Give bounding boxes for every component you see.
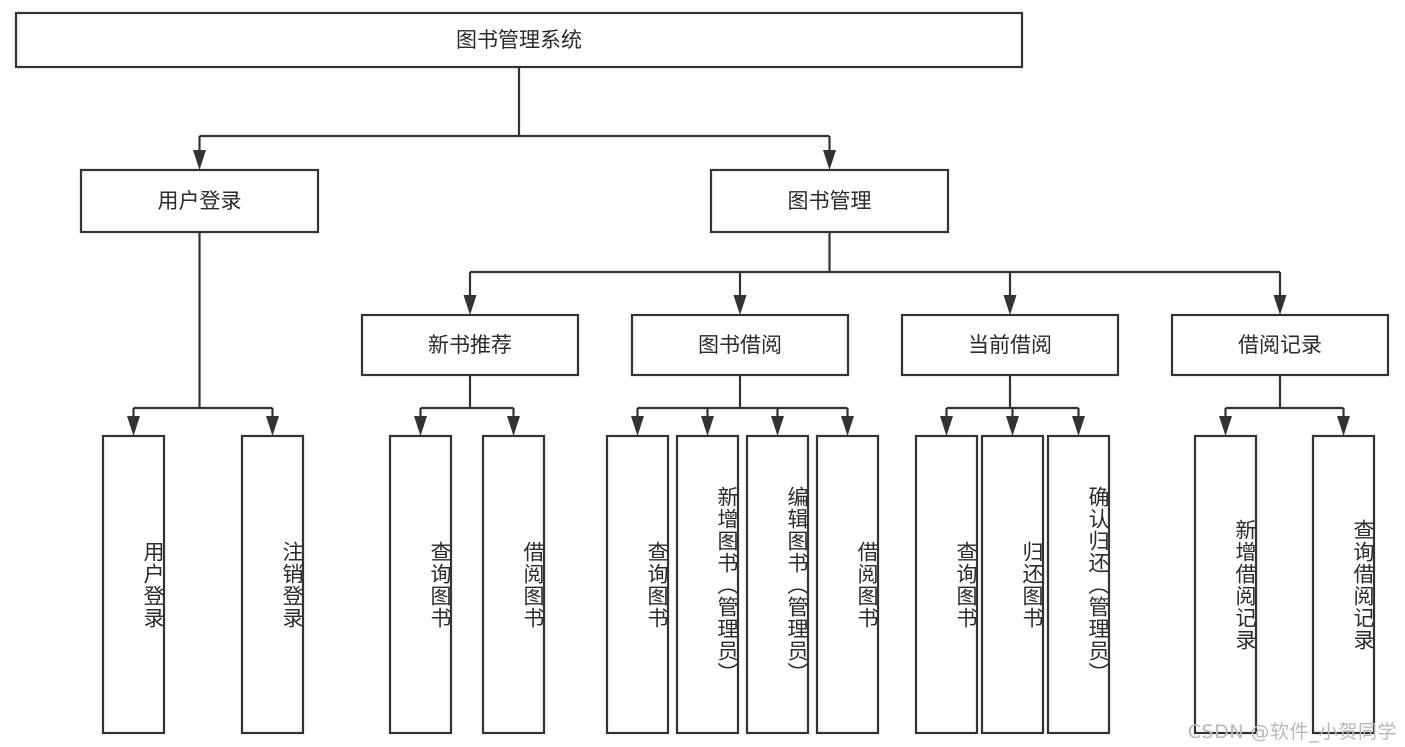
node-box-leaf-add-book[interactable]: [675, 434, 740, 735]
node-box-leaf-confirm-return[interactable]: [1046, 434, 1111, 735]
node-leaf-edit-book[interactable]: [745, 434, 810, 735]
node-box-book-manage[interactable]: [709, 168, 950, 234]
arrow-head-leaf-edit-book: [771, 416, 784, 436]
arrow-head-leaf-user-logout: [266, 416, 279, 436]
arrow-head-new-book-rec: [463, 295, 477, 315]
node-current-borrow[interactable]: 当前借阅: [900, 313, 1120, 377]
arrow-head-leaf-borrow-book-bor: [841, 416, 854, 436]
arrow-head-book-borrow: [733, 295, 747, 315]
node-leaf-borrow-book-bor[interactable]: [815, 434, 880, 735]
edge-group-user-login: [127, 232, 279, 436]
arrow-head-borrow-record: [1273, 295, 1287, 315]
node-label-root: 图书管理系统: [456, 28, 582, 52]
node-leaf-add-record[interactable]: [1193, 434, 1258, 735]
node-box-book-borrow[interactable]: [630, 313, 850, 377]
edge-group-book-manage: [463, 232, 1287, 315]
node-box-current-borrow[interactable]: [900, 313, 1120, 377]
edge-group-current-borrow: [940, 375, 1085, 436]
edge-group-borrow-record: [1219, 375, 1350, 436]
node-book-manage[interactable]: 图书管理: [709, 168, 950, 234]
node-leaf-add-book[interactable]: [675, 434, 740, 735]
node-box-user-login[interactable]: [79, 168, 320, 234]
node-box-leaf-query-book-bor[interactable]: [605, 434, 670, 735]
arrow-head-user-login: [193, 150, 206, 170]
edge-group-new-book-rec: [414, 375, 520, 436]
node-box-leaf-user-login[interactable]: [101, 434, 166, 735]
node-leaf-query-book-cur[interactable]: [914, 434, 979, 735]
node-box-leaf-query-book-cur[interactable]: [914, 434, 979, 735]
node-label-current-borrow: 当前借阅: [968, 333, 1052, 357]
node-leaf-confirm-return[interactable]: [1046, 434, 1111, 735]
node-leaf-return-book[interactable]: [980, 434, 1045, 735]
node-box-leaf-borrow-book-rec[interactable]: [481, 434, 546, 735]
node-box-leaf-query-record[interactable]: [1311, 434, 1376, 735]
node-box-new-book-rec[interactable]: [360, 313, 580, 377]
node-leaf-query-book-bor[interactable]: [605, 434, 670, 735]
node-leaf-user-logout[interactable]: [240, 434, 305, 735]
node-box-borrow-record[interactable]: [1170, 313, 1390, 377]
node-box-leaf-borrow-book-bor[interactable]: [815, 434, 880, 735]
node-leaf-query-book-rec[interactable]: [388, 434, 453, 735]
arrow-head-leaf-return-book: [1006, 416, 1019, 436]
node-root[interactable]: 图书管理系统: [14, 11, 1024, 69]
edge-group-book-borrow: [631, 375, 854, 436]
connector-layer: [127, 67, 1350, 436]
arrow-head-leaf-borrow-book-rec: [507, 416, 520, 436]
node-leaf-query-record[interactable]: [1311, 434, 1376, 735]
node-leaf-user-login[interactable]: [101, 434, 166, 735]
edge-group-root: [193, 67, 836, 170]
node-user-login[interactable]: 用户登录: [79, 168, 320, 234]
arrow-head-book-manage: [823, 150, 836, 170]
arrow-head-leaf-confirm-return: [1072, 416, 1085, 436]
node-label-book-borrow: 图书借阅: [698, 333, 782, 357]
node-box-root[interactable]: [14, 11, 1024, 69]
arrow-head-leaf-query-book-rec: [414, 416, 427, 436]
node-box-leaf-edit-book[interactable]: [745, 434, 810, 735]
arrow-head-leaf-add-record: [1219, 416, 1232, 436]
node-box-leaf-query-book-rec[interactable]: [388, 434, 453, 735]
node-box-leaf-add-record[interactable]: [1193, 434, 1258, 735]
node-box-leaf-user-logout[interactable]: [240, 434, 305, 735]
node-box-leaf-return-book[interactable]: [980, 434, 1045, 735]
node-label-borrow-record: 借阅记录: [1238, 333, 1322, 357]
arrow-head-leaf-query-book-cur: [940, 416, 953, 436]
arrow-head-leaf-user-login: [127, 416, 140, 436]
node-label-new-book-rec: 新书推荐: [428, 333, 512, 357]
node-borrow-record[interactable]: 借阅记录: [1170, 313, 1390, 377]
arrow-head-leaf-add-book: [701, 416, 714, 436]
watermark-text: CSDN @软件_小贺同学: [1187, 721, 1397, 743]
arrow-head-current-borrow: [1003, 295, 1017, 315]
node-leaf-borrow-book-rec[interactable]: [481, 434, 546, 735]
arrow-head-leaf-query-record: [1337, 416, 1350, 436]
arrow-head-leaf-query-book-bor: [631, 416, 644, 436]
node-label-book-manage: 图书管理: [788, 189, 872, 213]
node-new-book-rec[interactable]: 新书推荐: [360, 313, 580, 377]
node-label-user-login: 用户登录: [158, 189, 242, 213]
node-book-borrow[interactable]: 图书借阅: [630, 313, 850, 377]
